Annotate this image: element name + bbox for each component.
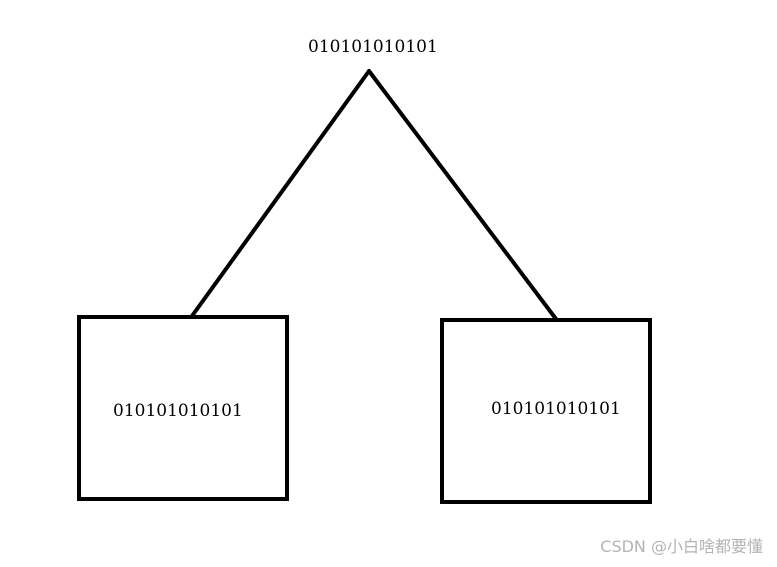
left-child-box (77, 315, 289, 501)
root-node-label: 010101010101 (308, 37, 438, 57)
right-branch-line (367, 69, 558, 321)
left-branch-line (190, 69, 371, 318)
left-child-label: 010101010101 (113, 401, 243, 421)
csdn-watermark: CSDN @小白啥都要懂 (600, 537, 763, 556)
right-child-box (440, 318, 652, 504)
right-child-label: 010101010101 (491, 399, 621, 419)
